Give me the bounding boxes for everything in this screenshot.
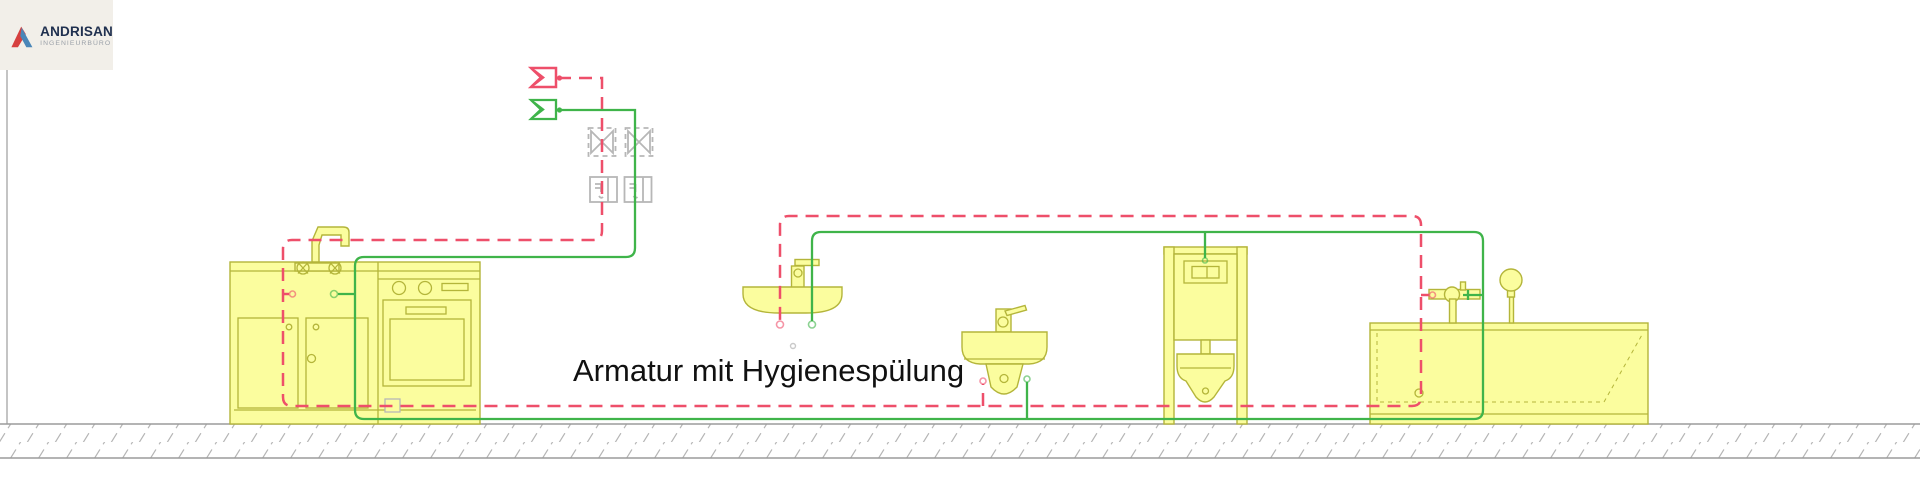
faucet-cross-handle-icon	[328, 261, 342, 275]
toilet	[1163, 246, 1248, 425]
logo-text: ANDRISAN INGENIEURBÜRO	[40, 25, 113, 48]
shutoff-valve-cold-icon	[624, 127, 654, 157]
logo-triangle-icon	[11, 26, 33, 48]
oven-knob-icon	[417, 280, 433, 296]
hot-water-supply-pipe	[281, 66, 1437, 408]
kitchen-cabinet-doors	[237, 317, 369, 409]
washbasin-faucet	[790, 258, 820, 289]
oven-knob-icon	[391, 280, 407, 296]
oven-display	[441, 282, 469, 292]
drain-point	[789, 342, 797, 350]
cold-water-inlet-icon	[528, 98, 563, 121]
oven-handle	[405, 306, 447, 315]
water-meter-hot-icon	[589, 176, 618, 203]
washbasin	[742, 258, 843, 350]
logo-title: ANDRISAN	[40, 23, 113, 39]
washbasin-2	[961, 304, 1048, 395]
tub-drain	[1414, 388, 1424, 398]
floor	[0, 423, 1920, 459]
bathtub-mixer	[1428, 281, 1481, 324]
hand-shower-icon	[1499, 268, 1523, 324]
faucet-cross-handle-icon	[296, 261, 310, 275]
hot-water-inlet-icon	[527, 66, 563, 89]
company-logo: ANDRISAN INGENIEURBÜRO	[0, 0, 113, 70]
water-meter-cold-icon	[623, 176, 653, 203]
annotation-label: Armatur mit Hygienespülung	[573, 353, 964, 388]
cold-water-supply-pipe	[329, 98, 1485, 421]
logo-subtitle: INGENIEURBÜRO	[40, 39, 112, 47]
washbasin-2-faucet	[995, 304, 1028, 333]
flush-plate	[1183, 260, 1228, 284]
kitchen-faucet	[294, 226, 350, 275]
oven	[378, 278, 480, 387]
toilet-bowl	[1176, 339, 1235, 403]
bathtub	[1369, 268, 1649, 425]
